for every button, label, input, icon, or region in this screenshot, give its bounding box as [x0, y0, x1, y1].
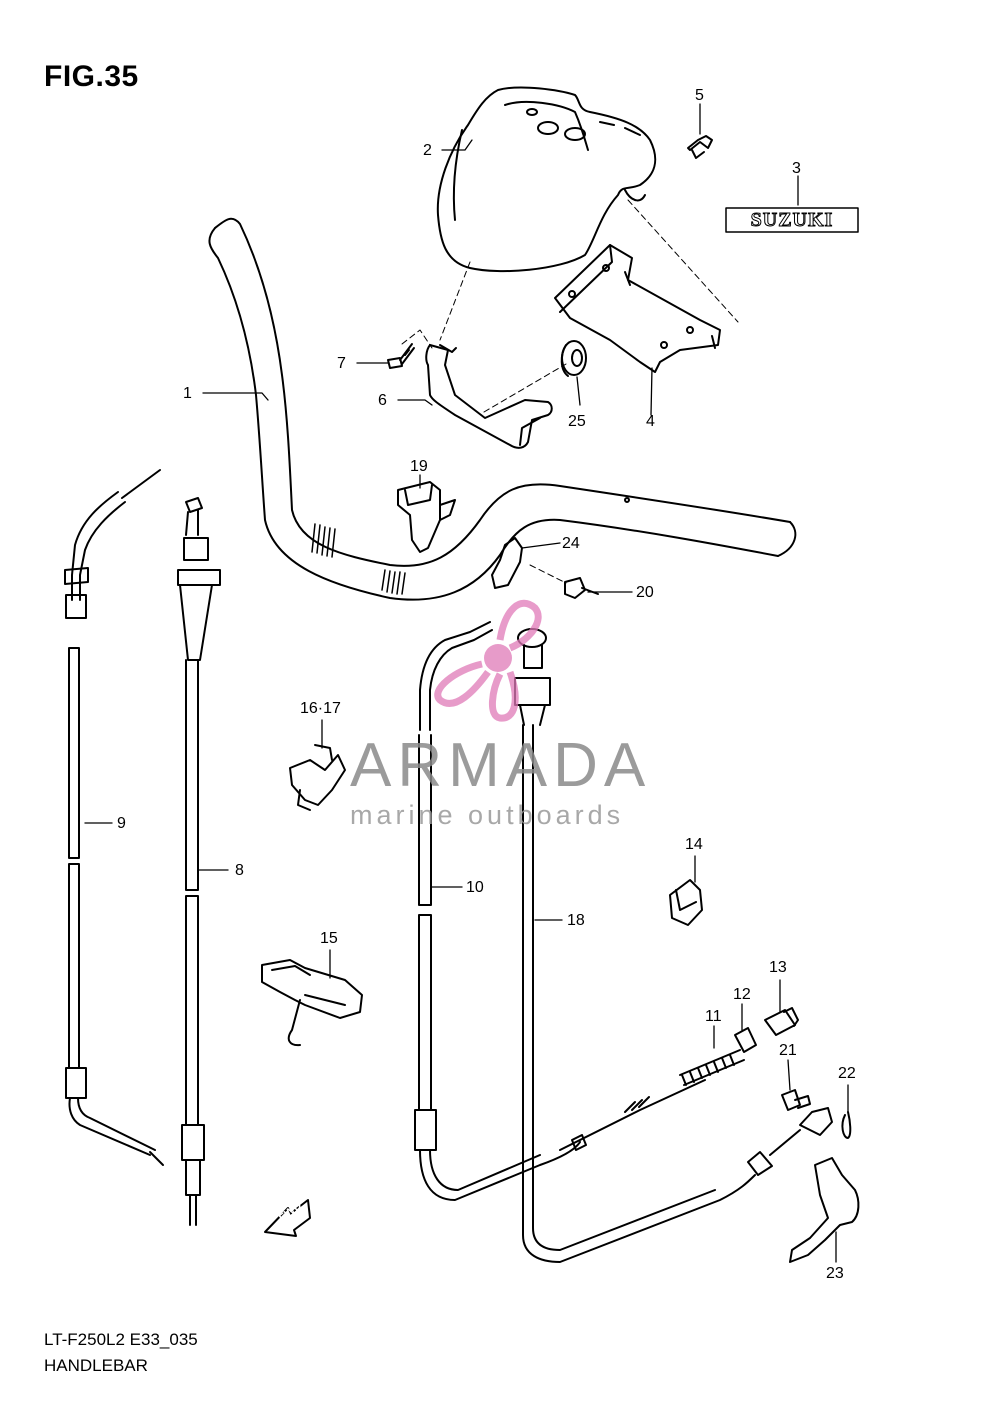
diagram-name: HANDLEBAR	[44, 1356, 148, 1375]
callout-24: 24	[562, 535, 580, 552]
callout-2: 2	[423, 142, 432, 159]
callout-11: 11	[705, 1008, 722, 1025]
spring-part-11	[559, 1049, 745, 1151]
figure-title: FIG.35	[44, 60, 139, 93]
bracket-part-6	[425, 344, 553, 449]
watermark-name: ARMADA	[350, 731, 652, 800]
callout-13: 13	[769, 959, 787, 976]
clamp-part-16-17	[289, 744, 346, 811]
callout-4: 4	[646, 413, 655, 430]
screw-part-7	[387, 343, 415, 369]
callout-6: 6	[378, 392, 387, 409]
clamp-part-19	[397, 481, 456, 553]
cable-part-18	[514, 628, 756, 1263]
callout-14: 14	[685, 836, 703, 853]
callout-21: 21	[779, 1042, 797, 1059]
clip-part-22	[841, 1111, 852, 1139]
screw-part-5	[687, 135, 713, 159]
handlebar-part-1	[208, 217, 797, 601]
callout-1: 1	[183, 385, 192, 402]
cable-part-9	[64, 469, 164, 1166]
callout-19: 19	[410, 458, 428, 475]
callout-7: 7	[337, 355, 346, 372]
watermark-propeller-icon	[434, 599, 542, 722]
cable-part-8	[177, 497, 221, 1226]
callout-5: 5	[695, 87, 704, 104]
bracket-part-15	[261, 959, 363, 1047]
grommet-part-25	[560, 340, 587, 377]
bracket-part-4	[554, 244, 721, 373]
callout-20: 20	[636, 584, 654, 601]
callout-25: 25	[568, 413, 586, 430]
lever-part-23	[747, 1107, 860, 1263]
cover-part-2	[436, 86, 657, 273]
collar-part-12	[734, 1027, 757, 1053]
bolt-part-13	[764, 1007, 799, 1036]
diagram-code: LT-F250L2 E33_035	[44, 1330, 198, 1349]
pin-part-21	[781, 1089, 811, 1111]
clamp-part-14	[669, 879, 703, 926]
callout-12: 12	[733, 986, 751, 1003]
callout-15: 15	[320, 930, 338, 947]
callout-8: 8	[235, 862, 244, 879]
callout-22: 22	[838, 1065, 856, 1082]
fwd-arrow	[264, 1199, 311, 1237]
callout-16-17: 16·17	[300, 700, 341, 717]
decal-suzuki-text: SUZUKI	[750, 209, 834, 232]
callout-10: 10	[466, 879, 484, 896]
decal-part-3	[725, 207, 859, 233]
cable-part-10	[414, 621, 581, 1201]
callout-9: 9	[117, 815, 126, 832]
callout-23: 23	[826, 1265, 844, 1282]
bolt-part-20	[564, 577, 599, 599]
callout-3: 3	[792, 160, 801, 177]
watermark-tagline: marine outboards	[350, 800, 625, 830]
callout-18: 18	[567, 912, 585, 929]
clip-part-24	[491, 537, 523, 589]
